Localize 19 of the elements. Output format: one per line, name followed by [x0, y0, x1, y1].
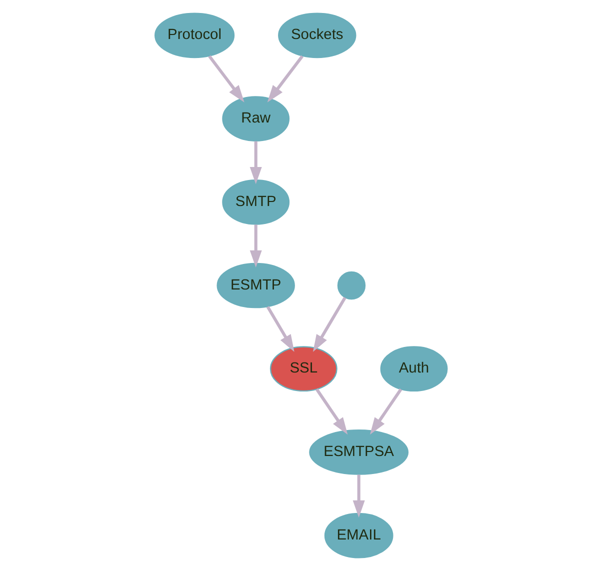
node-ellipse: Sockets [278, 12, 356, 58]
node-ellipse: SSL [269, 346, 337, 392]
node-ellipse: EMAIL [324, 512, 393, 558]
node-ellipse: Protocol [154, 12, 234, 58]
arrow [249, 141, 262, 184]
arrow [369, 388, 402, 435]
node-ellipse: ESMTPSA [308, 430, 408, 475]
arrow [208, 55, 244, 102]
node-ellipse: Auth [380, 346, 448, 392]
arrow [314, 388, 348, 435]
arrow [312, 296, 346, 352]
node-ellipse: Raw [222, 96, 290, 142]
arrow [249, 224, 262, 268]
node-circle [336, 271, 366, 300]
arrow [266, 306, 294, 352]
node-ellipse: ESMTP [216, 262, 294, 308]
node-ellipse: SMTP [222, 179, 290, 225]
arrow [266, 55, 304, 102]
arrow [352, 474, 364, 518]
